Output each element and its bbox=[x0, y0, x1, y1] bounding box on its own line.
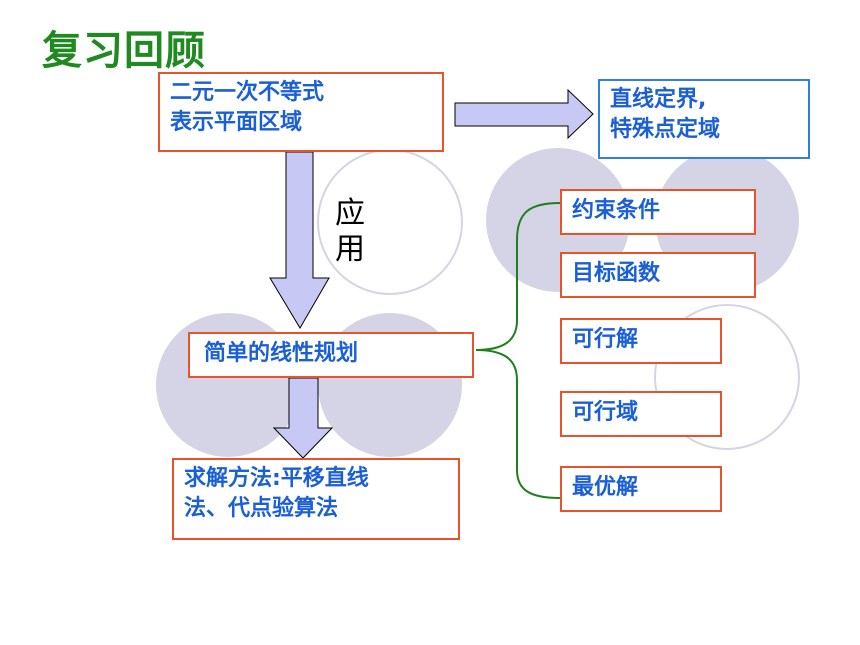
arrow-down-long bbox=[269, 151, 330, 329]
arrow-right bbox=[454, 88, 594, 140]
box-feasible-region: 可行域 bbox=[560, 391, 722, 437]
box-objective-function: 目标函数 bbox=[560, 252, 756, 298]
bracket-connector bbox=[475, 202, 561, 499]
box-inequality-region: 二元一次不等式 表示平面区域 bbox=[158, 72, 444, 152]
box-constraints: 约束条件 bbox=[560, 189, 756, 235]
deco-circle-mid-right bbox=[654, 304, 800, 450]
page-title: 复习回顾 bbox=[42, 28, 206, 74]
arrow-down-short bbox=[272, 377, 334, 459]
box-feasible-solution: 可行解 bbox=[560, 318, 722, 364]
box-optimal-solution: 最优解 bbox=[560, 466, 722, 512]
box-solution-method: 求解方法:平移直线 法、代点验算法 bbox=[172, 458, 460, 540]
box-linear-programming: 简单的线性规划 bbox=[188, 332, 474, 378]
box-boundary-rule: 直线定界, 特殊点定域 bbox=[598, 79, 810, 159]
apply-label: 应 用 bbox=[335, 196, 365, 267]
